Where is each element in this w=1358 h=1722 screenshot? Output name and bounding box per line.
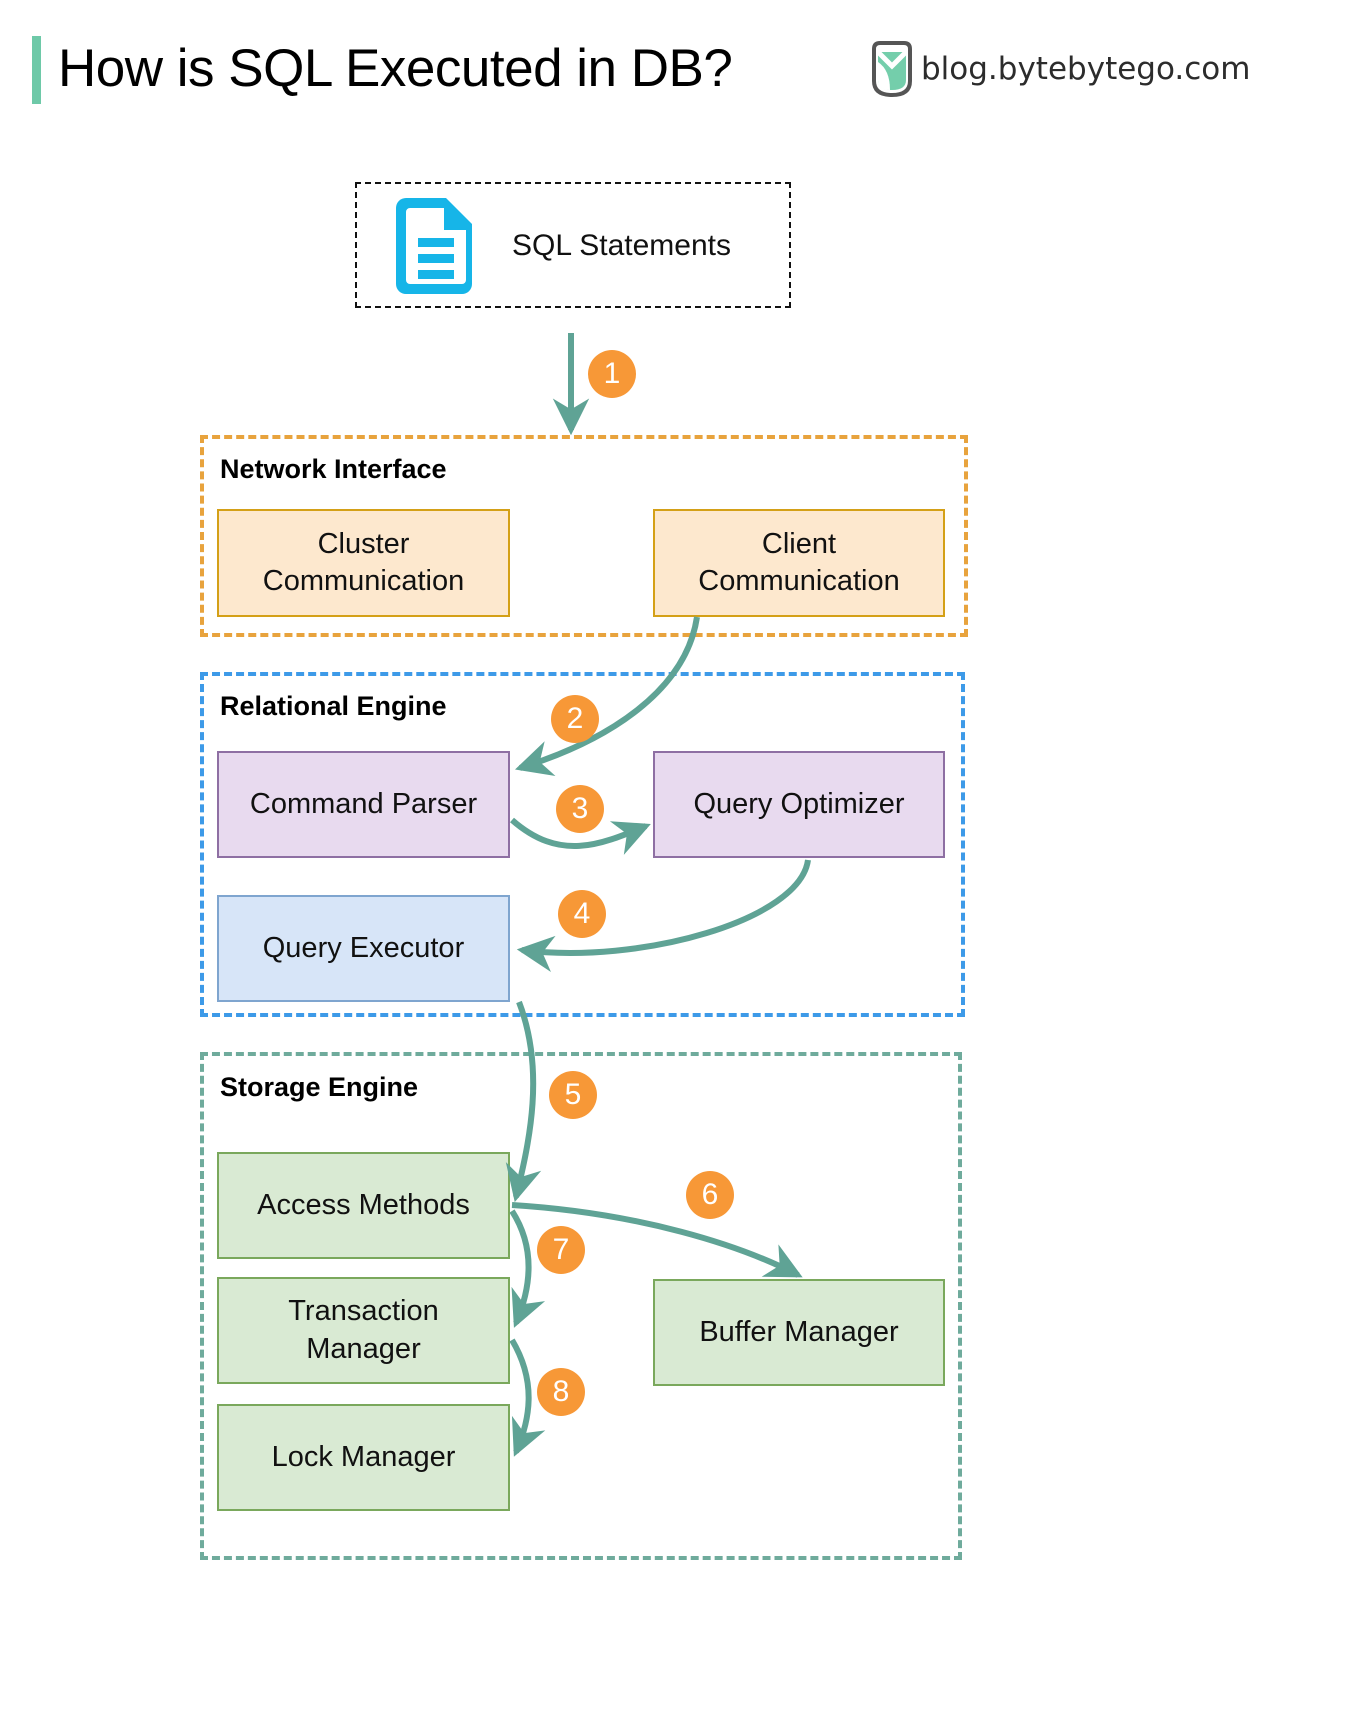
step-badge-7: 7 <box>537 1226 585 1274</box>
node-client-communication-label: Client Communication <box>698 527 900 597</box>
step-badge-4-number: 4 <box>573 897 591 930</box>
step-badge-3-number: 3 <box>571 792 589 825</box>
node-client-communication[interactable]: Client Communication <box>653 509 945 617</box>
node-transaction-manager-label: Transaction Manager <box>288 1295 439 1365</box>
step-badge-1-number: 1 <box>603 357 621 390</box>
step-badge-6: 6 <box>686 1171 734 1219</box>
node-query-executor-label: Query Executor <box>262 931 465 964</box>
brand-watermark: blog.bytebytego.com <box>870 38 1250 100</box>
step-badge-2: 2 <box>551 695 599 743</box>
group-storage-engine <box>200 1052 962 1560</box>
group-network-interface-label: Network Interface <box>220 454 447 484</box>
node-transaction-manager[interactable]: Transaction Manager <box>217 1277 510 1384</box>
node-query-optimizer[interactable]: Query Optimizer <box>653 751 945 858</box>
brand-text: blog.bytebytego.com <box>921 51 1251 87</box>
step-badge-5: 5 <box>549 1071 597 1119</box>
group-relational-engine-label: Relational Engine <box>220 691 447 721</box>
step-badge-4: 4 <box>558 890 606 938</box>
step-badge-7-number: 7 <box>552 1233 570 1266</box>
bytebytego-logo-icon <box>870 40 914 98</box>
node-cluster-communication-label: Cluster Communication <box>262 527 465 597</box>
node-command-parser-label: Command Parser <box>249 787 478 820</box>
node-lock-manager[interactable]: Lock Manager <box>217 1404 510 1511</box>
page-header: How is SQL Executed in DB? blog.bytebyte… <box>0 0 1358 140</box>
step-badge-6-number: 6 <box>701 1178 719 1211</box>
node-query-executor[interactable]: Query Executor <box>217 895 510 1002</box>
step-badge-3: 3 <box>556 785 604 833</box>
sql-statements-label: SQL Statements <box>512 229 731 262</box>
node-lock-manager-label: Lock Manager <box>271 1440 456 1473</box>
step-badge-2-number: 2 <box>566 702 584 735</box>
node-command-parser[interactable]: Command Parser <box>217 751 510 858</box>
node-access-methods-label: Access Methods <box>257 1188 470 1221</box>
node-query-optimizer-label: Query Optimizer <box>693 787 905 820</box>
node-buffer-manager[interactable]: Buffer Manager <box>653 1279 945 1386</box>
sql-statements-frame <box>355 182 791 308</box>
step-badge-8: 8 <box>537 1368 585 1416</box>
node-buffer-manager-label: Buffer Manager <box>699 1315 899 1348</box>
step-badge-5-number: 5 <box>564 1078 582 1111</box>
group-storage-engine-label: Storage Engine <box>220 1072 419 1102</box>
step-badge-8-number: 8 <box>552 1375 570 1408</box>
document-icon <box>388 198 480 299</box>
node-access-methods[interactable]: Access Methods <box>217 1152 510 1259</box>
node-cluster-communication[interactable]: Cluster Communication <box>217 509 510 617</box>
title-accent-bar <box>32 36 41 104</box>
step-badge-1: 1 <box>588 350 636 398</box>
page-title: How is SQL Executed in DB? <box>58 39 733 98</box>
